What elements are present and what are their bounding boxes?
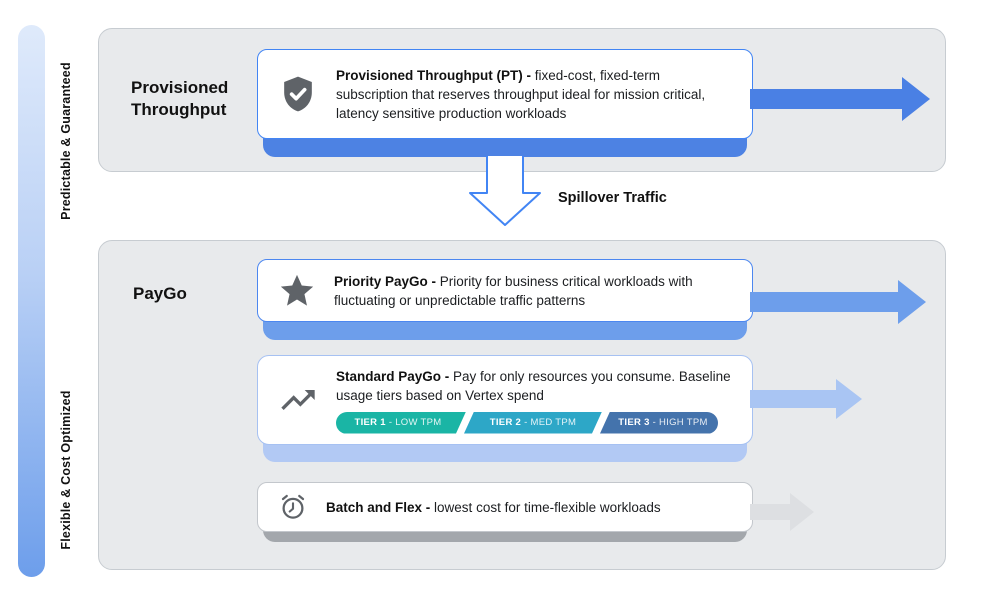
tier-name: TIER 3	[618, 416, 650, 428]
tier-name: TIER 1	[354, 416, 386, 428]
card-title: Priority PayGo -	[334, 273, 437, 289]
spectrum-gradient-bar	[18, 25, 45, 577]
priority-paygo-card-text: Priority PayGo - Priority for business c…	[334, 272, 732, 310]
flow-arrow-standard	[750, 379, 862, 419]
spillover-down-arrow-icon	[469, 156, 541, 226]
priority-paygo-card: Priority PayGo - Priority for business c…	[257, 259, 753, 322]
flow-arrow-priority	[750, 280, 926, 324]
shield-check-icon	[278, 72, 318, 116]
tier-3-segment: TIER 3 - HIGH TPM	[600, 411, 718, 434]
provisioned-throughput-card-text: Provisioned Throughput (PT) - fixed-cost…	[336, 66, 732, 123]
card-description: Pay for only resources you consume. Base…	[336, 368, 731, 403]
section-label-provisioned-throughput: Provisioned Throughput	[131, 78, 229, 119]
alarm-clock-icon	[278, 492, 308, 522]
batch-and-flex-card: Batch and Flex - lowest cost for time-fl…	[257, 482, 753, 532]
usage-tier-bar: TIER 1 - LOW TPM TIER 2 - MED TPM TIER 3…	[336, 411, 718, 434]
spillover-traffic-label: Spillover Traffic	[558, 190, 667, 206]
flow-arrow-batch	[750, 493, 814, 531]
standard-paygo-card-text: Standard PayGo - Pay for only resources …	[336, 367, 750, 405]
tier-detail: - LOW TPM	[385, 416, 442, 428]
tier-name: TIER 2	[489, 416, 522, 428]
card-title: Standard PayGo -	[336, 368, 450, 384]
star-icon	[278, 272, 316, 310]
standard-paygo-card: Standard PayGo - Pay for only resources …	[257, 355, 753, 445]
provisioned-throughput-card: Provisioned Throughput (PT) - fixed-cost…	[257, 49, 753, 139]
tier-1-segment: TIER 1 - LOW TPM	[336, 412, 466, 434]
axis-label-predictable: Predictable & Guaranteed	[59, 62, 73, 220]
card-description: lowest cost for time-flexible workloads	[434, 499, 661, 515]
card-description: fixed-cost, fixed-term subscription that…	[336, 67, 706, 121]
tier-detail: - HIGH TPM	[649, 416, 708, 428]
tier-detail: - MED TPM	[521, 416, 577, 428]
tier-2-segment: TIER 2 - MED TPM	[464, 412, 602, 434]
flow-arrow-provisioned	[750, 77, 930, 121]
card-description: Priority for business critical workloads…	[334, 273, 693, 308]
section-label-paygo: PayGo	[133, 284, 187, 303]
card-title: Provisioned Throughput (PT) -	[336, 67, 531, 83]
batch-and-flex-card-text: Batch and Flex - lowest cost for time-fl…	[326, 498, 732, 517]
standard-paygo-card-body: Standard PayGo - Pay for only resources …	[336, 367, 750, 434]
card-title: Batch and Flex -	[326, 499, 431, 515]
trending-up-icon	[278, 380, 318, 420]
axis-label-flexible: Flexible & Cost Optimized	[59, 390, 73, 550]
